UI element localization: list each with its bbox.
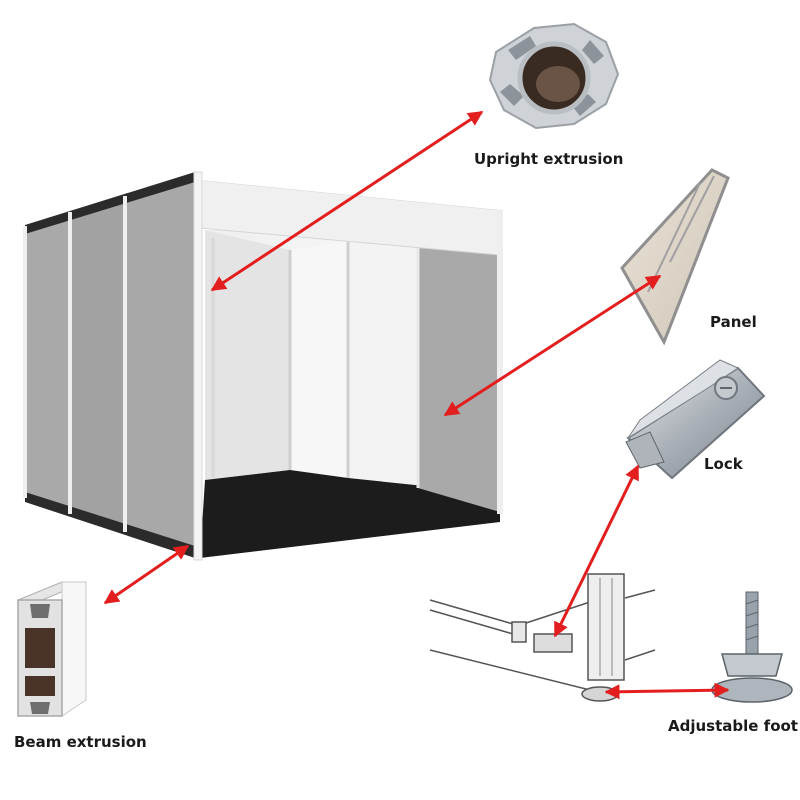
upright-extrusion-label: Upright extrusion (474, 150, 624, 168)
beam-edge (519, 601, 591, 626)
joint-foot (581, 686, 619, 702)
beam-extrusion-cavity (25, 628, 55, 668)
upright-extrusion-slot (572, 94, 596, 116)
upright-extrusion-slot (582, 40, 604, 64)
beam-extrusion-label: Beam extrusion (14, 733, 147, 751)
foot-thread (745, 599, 759, 605)
booth-back-panel (290, 242, 348, 478)
foot-clamp (721, 653, 783, 677)
foot-thread (745, 623, 759, 629)
upright-post (68, 212, 72, 514)
arrow-lock (553, 464, 640, 638)
lock-hook (625, 431, 665, 469)
beam-edge (429, 599, 521, 627)
lock-top-face (627, 359, 740, 439)
joint-lock (533, 633, 573, 653)
adjustable-foot-image (711, 591, 793, 703)
beam-edge (429, 609, 521, 637)
foot-thread (745, 635, 759, 641)
adjustable-foot-label: Adjustable foot (668, 717, 798, 735)
panel-divider (647, 182, 701, 293)
upright-post (497, 210, 503, 514)
arrow-beam-extrusion (103, 544, 190, 605)
shell-scheme-booth (23, 171, 503, 561)
upright-extrusion-slot (508, 36, 536, 60)
joint-beam-end (511, 621, 527, 643)
beam-extrusion-cavity (25, 676, 55, 696)
beam-extrusion-channel (30, 702, 50, 714)
upright-post (123, 196, 127, 532)
booth-carpet (200, 470, 500, 558)
booth-right-panel (418, 248, 500, 512)
joint-detail-image (429, 573, 656, 702)
panel-label: Panel (710, 313, 757, 331)
lock-image (625, 359, 766, 480)
foot-threaded-rod (745, 591, 759, 655)
booth-top-beam (25, 172, 195, 234)
upright-extrusion-image (488, 22, 620, 130)
upright-extrusion-slot (500, 84, 524, 106)
upright-extrusion-bore-shade (536, 66, 580, 102)
booth-back-panel (348, 242, 418, 485)
beam-extrusion-channel (30, 604, 50, 618)
foot-thread (745, 611, 759, 617)
lock-label: Lock (704, 455, 743, 473)
booth-side-panel (25, 214, 70, 512)
booth-interior-side-wall (205, 230, 290, 480)
arrow-upright-extrusion (210, 110, 484, 292)
upright-post (193, 171, 203, 561)
beam-edge (429, 649, 591, 691)
arrow-panel (443, 274, 662, 417)
beam-edge (624, 649, 656, 661)
arrow-adjustable-foot (604, 682, 730, 700)
upright-post (23, 226, 27, 498)
beam-extrusion-image (17, 581, 87, 717)
beam-extrusion-side (61, 581, 87, 717)
booth-side-panel (70, 198, 125, 530)
beam-edge (624, 589, 656, 599)
joint-upright (587, 573, 625, 681)
callout-arrows (103, 110, 730, 700)
booth-bottom-beam (25, 492, 195, 558)
panel-divider (669, 175, 715, 263)
booth-side-panel (125, 175, 195, 555)
